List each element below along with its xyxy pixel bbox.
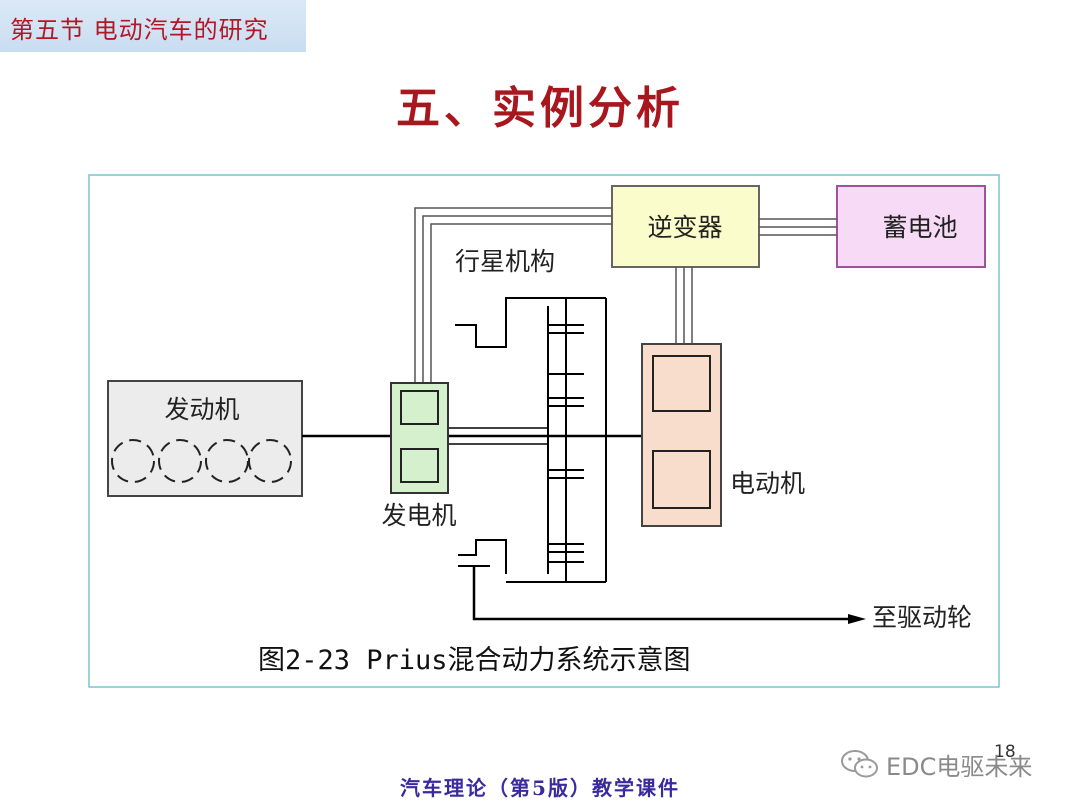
motor-rotor-top [652, 355, 711, 412]
planetary-label: 行星机构 [455, 247, 555, 276]
inverter-label: 逆变器 [647, 213, 722, 242]
battery-label: 蓄电池 [882, 213, 957, 242]
generator-rotor-top [400, 390, 439, 425]
inverter-box [611, 185, 760, 268]
page-title: 五、实例分析 [396, 83, 684, 134]
generator-label: 发电机 [381, 501, 456, 530]
engine-cylinders [111, 439, 292, 483]
engine-box [107, 380, 303, 497]
inverter-battery-cables [759, 218, 837, 236]
shaft-sleeve [448, 427, 548, 445]
page-number: 18 [994, 742, 1016, 762]
motor-label: 电动机 [730, 469, 805, 498]
watermark: EDC电驱未来 [840, 746, 1032, 782]
to-wheels-label: 至驱动轮 [872, 603, 972, 632]
inverter-motor-cables [675, 267, 693, 344]
planetary-gear [455, 297, 607, 583]
watermark-text: EDC电驱未来 [886, 752, 1033, 781]
engine-label: 发动机 [164, 395, 239, 424]
output-shaft [472, 566, 852, 621]
section-tag: 第五节 电动汽车的研究 [0, 0, 306, 52]
section-title: 第五节 电动汽车的研究 [10, 16, 269, 44]
battery-box [836, 185, 986, 268]
course-footer: 汽车理论（第5版）教学课件 [400, 776, 680, 800]
wechat-icon [841, 750, 878, 778]
generator-rotor-bottom [400, 448, 439, 483]
inverter-generator-cables [414, 207, 612, 383]
motor-rotor-bottom [652, 450, 711, 509]
figure-caption: 图2-23 Prius混合动力系统示意图 [258, 645, 691, 676]
arrow-head [848, 614, 866, 624]
